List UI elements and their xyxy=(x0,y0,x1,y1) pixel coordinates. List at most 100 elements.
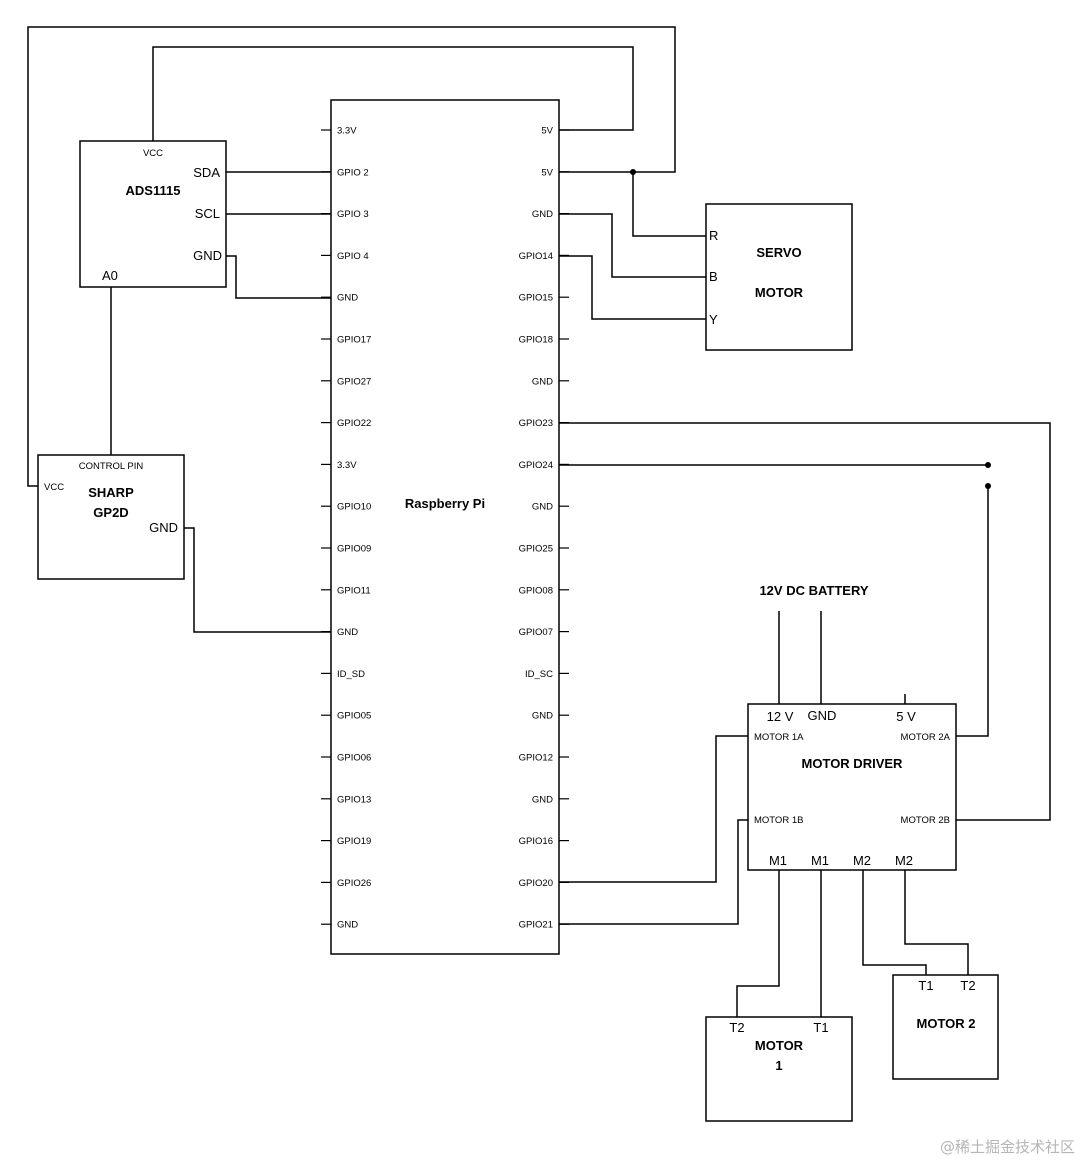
pi-left-pin-label: GPIO05 xyxy=(337,711,371,722)
wires xyxy=(27,26,1051,1017)
motor2-title: MOTOR 2 xyxy=(917,1016,976,1031)
pi-right-pin-label: GPIO07 xyxy=(519,627,553,638)
pi-left-pin-label: GPIO06 xyxy=(337,753,371,764)
pi-right-pin-label: GPIO21 xyxy=(519,920,553,931)
pi-left-pin-label: GPIO 4 xyxy=(337,251,369,262)
wire-servo-r-5v xyxy=(632,172,706,237)
driver-12v-label: 12 V xyxy=(767,709,794,724)
pi-right-pin-label: GPIO14 xyxy=(519,251,553,262)
wire-servo-b-gnd xyxy=(559,213,706,278)
pi-right-pin-label: GND xyxy=(532,711,553,722)
sharp-title-line1: SHARP xyxy=(88,485,134,500)
pi-left-pin-label: GND xyxy=(337,293,358,304)
sharp-vcc-label: VCC xyxy=(44,482,64,493)
wire-ads-gnd xyxy=(226,255,331,299)
wire-sharp-gnd xyxy=(184,527,331,633)
motor1-title-line1: MOTOR xyxy=(755,1038,804,1053)
pi-left-pin-label: GPIO27 xyxy=(337,376,371,387)
pi-left-pin-label: GPIO10 xyxy=(337,502,371,513)
wire-gpio23-motor2b xyxy=(559,422,1051,821)
ads1115-scl-label: SCL xyxy=(195,206,220,221)
pi-right-pin-label: GPIO15 xyxy=(519,293,553,304)
pi-left-pin-label: GPIO11 xyxy=(337,585,371,596)
pi-right-pin-label: 5V xyxy=(541,126,553,137)
pi-right-pin-label: GPIO23 xyxy=(519,418,553,429)
sharp-control-pin-label: CONTROL PIN xyxy=(79,461,144,472)
servo-motor xyxy=(705,203,853,351)
motor1-title-line2: 1 xyxy=(775,1058,782,1073)
pi-left-pin-label: GPIO09 xyxy=(337,544,371,555)
driver-5v-label: 5 V xyxy=(896,709,916,724)
wire-motor2a xyxy=(956,486,989,737)
pi-left-pin-label: 3.3V xyxy=(337,126,357,137)
driver-motor2a-label: MOTOR 2A xyxy=(901,732,951,743)
wire-ads-vcc-5v xyxy=(152,46,634,141)
servo-b-label: B xyxy=(709,269,718,284)
pi-right-pin-label: GPIO24 xyxy=(519,460,553,471)
driver-out4-label: M2 xyxy=(895,853,913,868)
driver-out2-label: M1 xyxy=(811,853,829,868)
pi-right-pin-label: GND xyxy=(532,794,553,805)
pi-right-pin-label: ID_SC xyxy=(525,669,553,680)
pi-right-pin-label: GND xyxy=(532,209,553,220)
pi-left-pin-label: GPIO 3 xyxy=(337,209,369,220)
pi-right-pin-label: GND xyxy=(532,502,553,513)
junction-dot xyxy=(630,169,636,175)
pi-right-pin-label: GPIO25 xyxy=(519,544,553,555)
motor2-t2-label: T2 xyxy=(960,978,975,993)
ads1115-title: ADS1115 xyxy=(126,183,181,198)
pi-left-pin-label: GPIO 2 xyxy=(337,167,369,178)
pi-left-pin-label: GPIO17 xyxy=(337,335,371,346)
sharp-title-line2: GP2D xyxy=(93,505,128,520)
driver-motor1a-label: MOTOR 1A xyxy=(754,732,804,743)
servo-title-line2: MOTOR xyxy=(755,285,804,300)
pi-left-pin-label: GND xyxy=(337,627,358,638)
pi-left-pin-label: GPIO22 xyxy=(337,418,371,429)
junction-dot xyxy=(985,483,991,489)
battery-label: 12V DC BATTERY xyxy=(759,583,868,598)
pi-right-pin-label: GPIO08 xyxy=(519,585,553,596)
motor-driver-title: MOTOR DRIVER xyxy=(802,756,903,771)
driver-motor1b-label: MOTOR 1B xyxy=(754,815,803,826)
pi-right-pin-label: GND xyxy=(532,376,553,387)
pi-left-pin-label: GND xyxy=(337,920,358,931)
driver-motor2b-label: MOTOR 2B xyxy=(901,815,950,826)
motor1-t2-label: T2 xyxy=(729,1020,744,1035)
pi-left-pin-label: GPIO19 xyxy=(337,836,371,847)
motor1-t1-label: T1 xyxy=(813,1020,828,1035)
ads1115-sda-label: SDA xyxy=(193,165,220,180)
motor-2 xyxy=(892,974,999,1080)
wire-sharp-vcc-5v xyxy=(27,26,676,487)
motor-1 xyxy=(705,1016,853,1122)
pi-right-pin-label: GPIO20 xyxy=(519,878,553,889)
wire-m2-motor2-t1 xyxy=(862,870,927,975)
driver-out3-label: M2 xyxy=(853,853,871,868)
pi-right-pin-label: GPIO16 xyxy=(519,836,553,847)
junction-dot xyxy=(985,462,991,468)
servo-title-line1: SERVO xyxy=(756,245,801,260)
pi-right-pin-label: 5V xyxy=(541,167,553,178)
raspberry-pi-title: Raspberry Pi xyxy=(405,496,485,511)
pi-right-pin-label: GPIO12 xyxy=(519,753,553,764)
driver-gnd-label: GND xyxy=(808,708,837,723)
wire-m1-motor1-t2 xyxy=(736,870,780,1017)
motor-driver xyxy=(747,703,957,871)
motor2-t1-label: T1 xyxy=(918,978,933,993)
ads1115-gnd-label: GND xyxy=(193,248,222,263)
servo-r-label: R xyxy=(709,228,718,243)
ads1115-vcc-label: VCC xyxy=(143,148,163,159)
ads1115-a0-label: A0 xyxy=(102,268,118,283)
wire-m2-motor2-t2 xyxy=(904,870,969,975)
pi-right-pin-label: GPIO18 xyxy=(519,335,553,346)
pi-left-pin-label: GPIO13 xyxy=(337,794,371,805)
wire-servo-y-gpio14 xyxy=(559,255,706,320)
pi-left-pin-label: GPIO26 xyxy=(337,878,371,889)
sharp-gnd-label: GND xyxy=(149,520,178,535)
watermark: @稀土掘金技术社区 xyxy=(940,1138,1075,1156)
raspberry-pi-board xyxy=(330,99,560,955)
pi-left-pin-label: 3.3V xyxy=(337,460,357,471)
wire-gpio20-motor1a xyxy=(559,735,748,883)
